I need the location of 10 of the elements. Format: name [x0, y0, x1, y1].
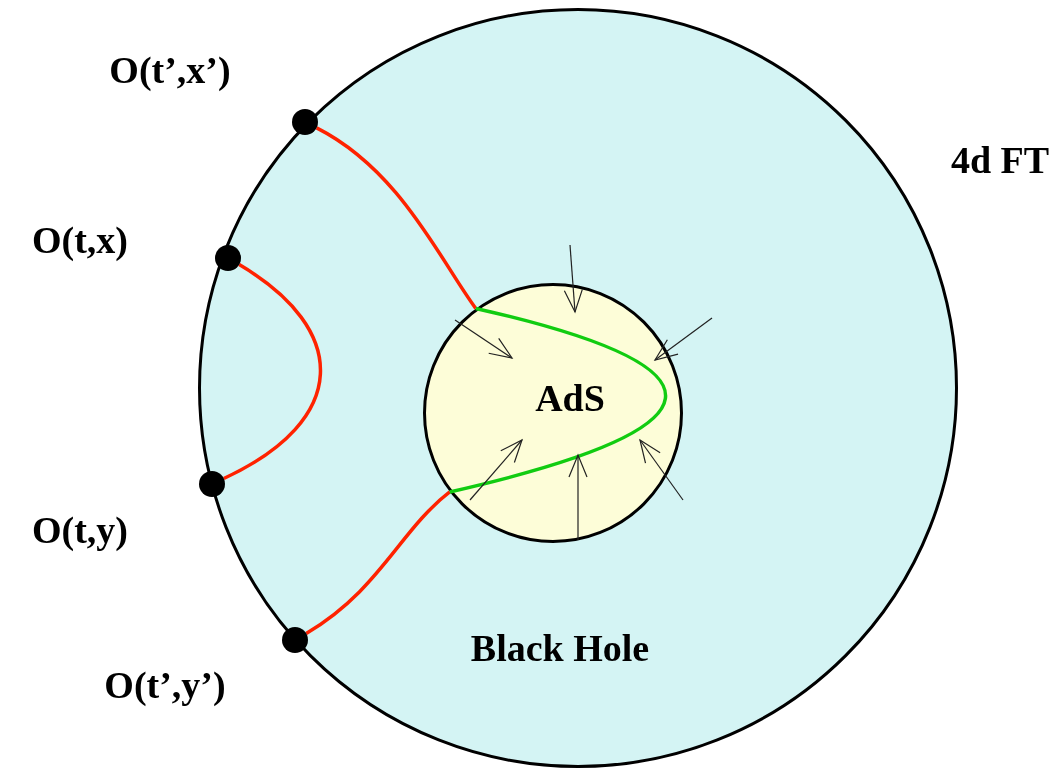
operator-label: O(t’,x’): [109, 48, 231, 92]
curve-connector: [222, 263, 322, 481]
operator-label: O(t,x): [32, 218, 128, 262]
region-label: Black Hole: [470, 626, 650, 670]
operator-label: O(t,y): [32, 508, 128, 552]
region-label: AdS: [535, 376, 605, 420]
curve-connector: [305, 490, 451, 635]
curve-connector: [315, 126, 478, 310]
boundary-label: 4d FT: [950, 138, 1050, 182]
operator-label: O(t’,y’): [104, 663, 226, 707]
